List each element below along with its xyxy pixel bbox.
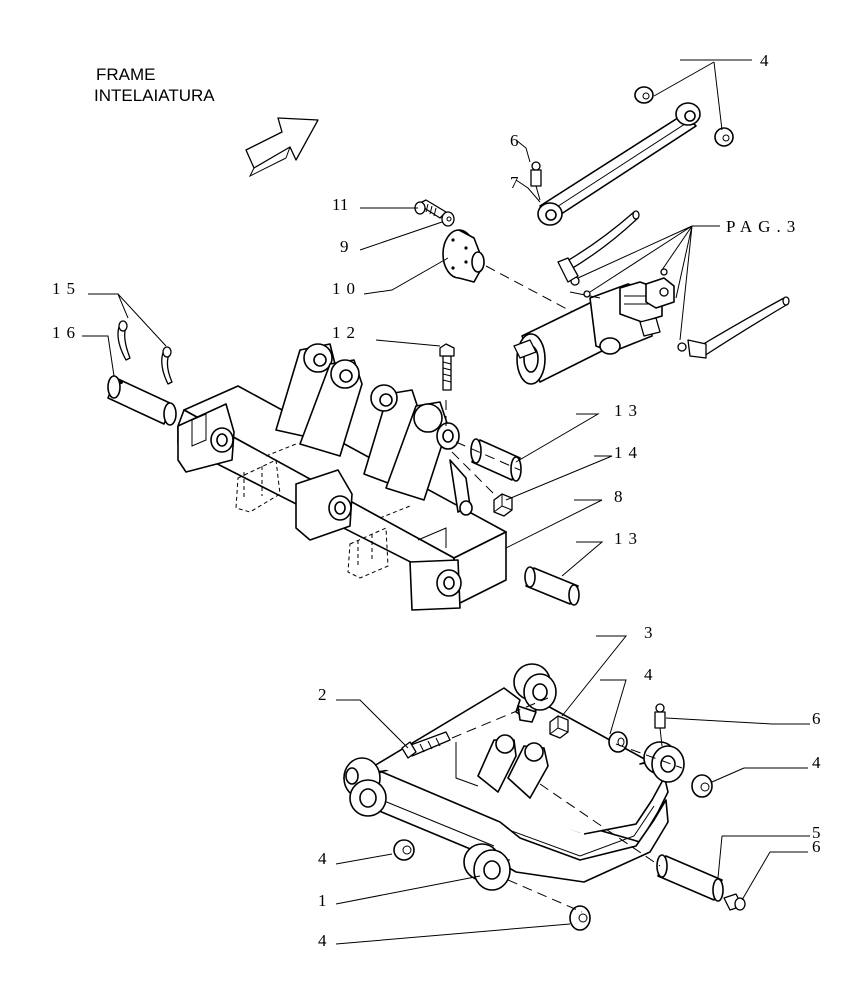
- callout-13-upper: 13: [614, 401, 643, 420]
- cotter-pin-15a: [117, 320, 131, 361]
- cotter-pin-15b: [161, 346, 173, 385]
- callout-2: 2: [318, 685, 327, 704]
- callout-13-lower: 13: [614, 529, 643, 548]
- pin-13-axis: [455, 441, 521, 471]
- flange-10: [442, 229, 485, 283]
- main-frame-bracket: [177, 343, 507, 611]
- bolt-12: [439, 343, 455, 391]
- callout-4: 4: [318, 849, 327, 868]
- spacer-ring-top-left: [634, 86, 654, 104]
- flange-axis: [485, 265, 581, 317]
- callout-9: 9: [340, 237, 349, 256]
- callout-6: 6: [510, 131, 519, 150]
- callout-4: 4: [318, 931, 327, 950]
- callout-5: 5: [812, 823, 821, 842]
- leader-lines: [82, 59, 810, 945]
- callout-4: 4: [812, 753, 821, 772]
- pin-5-axis: [539, 783, 661, 867]
- callout-6: 6: [812, 709, 821, 728]
- washer-4-bottom: [569, 905, 591, 931]
- title-line-2: INTELAIATURA: [94, 86, 215, 105]
- hydraulic-hose-right: [687, 296, 790, 359]
- washer-4-left: [393, 839, 415, 861]
- callout-15: 15: [52, 279, 81, 298]
- callout-14: 14: [614, 443, 643, 462]
- washer-4-right-upper: [608, 731, 628, 753]
- pin-13-lower: [524, 566, 580, 606]
- screw-2-axis: [451, 697, 549, 739]
- callout-11: 11: [332, 195, 348, 214]
- bottom-axis: [507, 879, 583, 913]
- right-axis: [615, 743, 683, 769]
- callout-16: 16: [52, 323, 81, 342]
- callout-3: 3: [644, 623, 653, 642]
- pin-5: [656, 854, 724, 902]
- direction-arrow-icon: [245, 117, 319, 178]
- washer-9: [441, 211, 455, 227]
- page-reference: PAG.3: [726, 217, 801, 236]
- grease-nipple-top: [530, 161, 542, 201]
- callout-1: 1: [318, 891, 327, 910]
- nut-3: [549, 715, 569, 739]
- hydraulic-hose-upper: [557, 210, 640, 283]
- pin-16: [107, 375, 177, 426]
- callout-10: 10: [332, 279, 361, 298]
- nut-axis: [451, 451, 499, 499]
- callout-4: 4: [644, 665, 653, 684]
- grease-nipple-lower: [723, 893, 746, 911]
- lower-swing-frame: [343, 663, 685, 891]
- hydraulic-actuator: [513, 268, 687, 385]
- callout-7: 7: [510, 173, 519, 192]
- callout-8: 8: [614, 487, 623, 506]
- callout-6: 6: [812, 837, 821, 856]
- grease-nipple-right: [654, 703, 666, 747]
- title-line-1: FRAME: [96, 65, 156, 84]
- callout-12: 12: [332, 323, 361, 342]
- nut-14: [493, 493, 513, 517]
- pin-13-upper: [470, 438, 522, 482]
- callout-4: 4: [760, 51, 769, 70]
- upper-link-rod: [537, 102, 701, 226]
- screw-11: [414, 199, 447, 219]
- washer-4-right: [691, 774, 713, 798]
- spacer-ring-top-right: [714, 127, 734, 147]
